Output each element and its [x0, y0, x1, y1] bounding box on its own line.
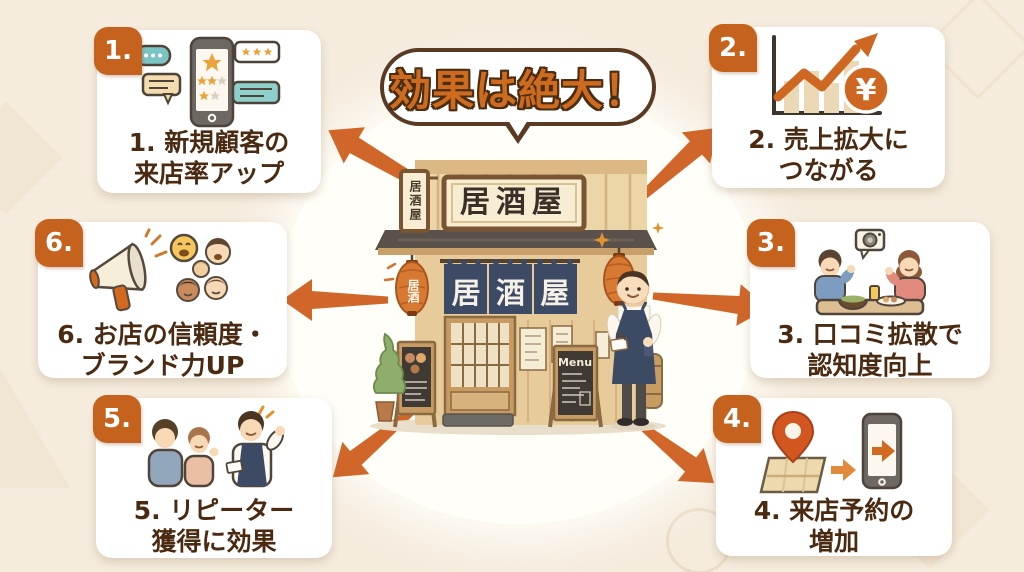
izakaya-side-sign-text: 居酒屋 — [408, 180, 422, 222]
benefit-label: 4. 来店予約の増加 — [753, 496, 915, 556]
lantern-text: 居酒 — [406, 279, 420, 303]
sparkle-icon — [594, 222, 664, 248]
menu-board-left — [393, 340, 437, 428]
yen-symbol: ¥ — [855, 73, 876, 108]
lattice-door — [443, 315, 517, 417]
door-mat — [442, 413, 514, 427]
benefit-card-5: 5. 5. リピーター獲 — [93, 395, 332, 558]
page-title: 効果は絶大！ — [388, 65, 647, 115]
plant — [372, 332, 407, 422]
benefit-number-badge: 2. — [709, 24, 757, 72]
benefit-number-badge: 5. — [93, 395, 141, 443]
arrow-to-benefit-6 — [282, 279, 388, 321]
izakaya-top-sign-text: 居酒屋 — [460, 185, 568, 220]
red-lantern-left — [383, 255, 429, 316]
menu-board-right: Menu — [548, 344, 603, 428]
izakaya-illustration: Menu — [368, 82, 668, 527]
izakaya-top-sign — [441, 174, 587, 232]
benefit-card-6: 6. — [35, 219, 287, 380]
arrow-to-benefit-3 — [652, 284, 769, 326]
arrow-to-benefit-2 — [630, 127, 719, 208]
benefit-number-badge: 1. — [94, 27, 142, 75]
izakaya-storefront: Menu — [370, 160, 666, 435]
benefit-card-4: 4. 4. 来店予約の増加 — [713, 395, 952, 556]
noren-char: 居 — [451, 276, 481, 310]
staff-character — [606, 271, 662, 430]
benefit-card-3: 3. — [747, 219, 990, 380]
noren-curtain — [440, 259, 580, 314]
diners-camera-icon — [795, 222, 945, 320]
benefit-card-1: 1. — [94, 27, 321, 193]
noren-text: 居 酒 屋 — [444, 270, 577, 312]
benefit-number-badge: 4. — [713, 395, 761, 443]
benefit-number-badge: 3. — [747, 219, 795, 267]
map-to-phone-icon — [759, 398, 909, 496]
noren-char: 酒 — [495, 276, 525, 310]
benefit-label: 2. 売上拡大につながる — [748, 125, 909, 185]
izakaya-side-sign — [399, 169, 438, 233]
benefit-label: 1. 新規顧客の来店率アップ — [128, 128, 290, 188]
benefit-number-badge: 6. — [35, 219, 83, 267]
benefit-label: 6. お店の信頼度・ブランド力UP — [57, 320, 268, 380]
staff-customers-icon — [139, 398, 289, 496]
menu-board-label: Menu — [558, 356, 592, 369]
arrow-to-benefit-4 — [635, 420, 715, 484]
benefit-label: 5. リピーター獲得に効果 — [133, 496, 295, 556]
noren-char: 屋 — [540, 276, 570, 310]
sales-growth-icon: ¥ — [754, 27, 904, 125]
benefit-card-2: 2. ¥ 2. 売上拡大につながる — [709, 24, 945, 188]
benefit-label: 3. 口コミ拡散で認知度向上 — [777, 320, 963, 380]
phone-reviews-icon — [134, 30, 284, 128]
title-bubble: 効果は絶大！ — [380, 48, 656, 144]
megaphone-faces-icon — [88, 222, 238, 320]
